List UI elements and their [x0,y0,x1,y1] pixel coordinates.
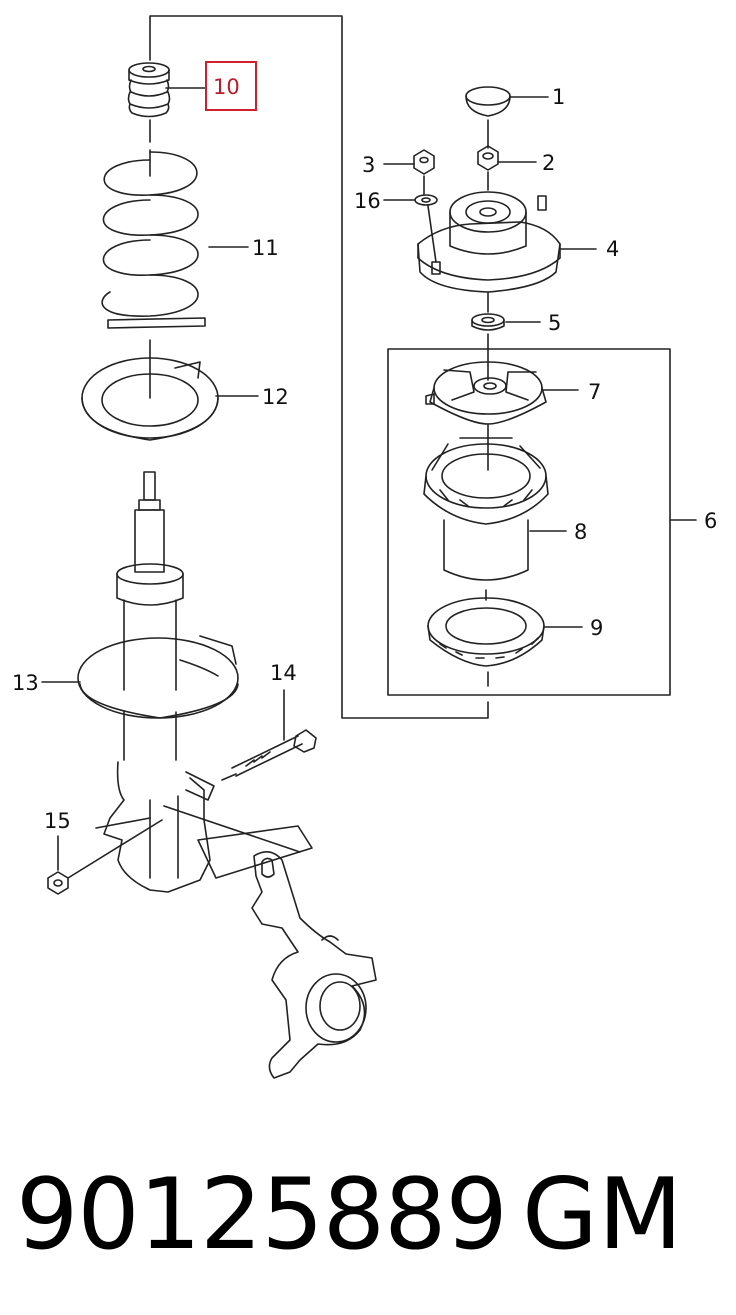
coil-spring-part [101,149,249,399]
strut-mounting-bracket [95,761,215,893]
mount-nut-part [383,149,435,195]
bolt-part [221,689,317,781]
callout-3: 3 [362,153,375,177]
part-caption: 90125889 GM [0,1140,736,1290]
part-number: 90125889 [16,1158,508,1272]
callout-10: 10 [213,75,240,99]
steering-knuckle-part [163,805,377,1079]
assembly-link-line [149,15,489,719]
strut-bearing-part [423,437,567,601]
bushing-part [471,313,541,381]
callout-11: 11 [252,236,279,260]
suspension-strut-exploded-diagram: 1 2 3 16 4 5 7 6 8 9 10 11 12 13 14 15 [12,15,717,1079]
callout-15: 15 [44,809,71,833]
callout-6: 6 [704,509,717,533]
callout-14: 14 [270,661,297,685]
nut-part [47,819,163,895]
bearing-kit-frame [387,348,697,696]
callout-4: 4 [606,237,619,261]
callout-2: 2 [542,151,555,175]
callout-13: 13 [12,671,39,695]
spring-insulator-part [81,357,259,441]
callout-8: 8 [574,520,587,544]
washer-part [383,194,438,263]
callout-5: 5 [548,311,561,335]
strut-nut-part [477,145,537,191]
strut-mount-part [417,191,597,313]
dust-cap-part [465,86,549,149]
highlight-box [205,61,257,111]
shock-absorber-part [116,471,184,761]
callout-1: 1 [552,85,565,109]
lower-spring-seat-part [41,635,239,719]
bearing-plate-part [425,361,579,471]
callout-16: 16 [354,189,381,213]
callout-12: 12 [262,385,289,409]
bump-stop-part [127,62,206,143]
callout-7: 7 [588,380,601,404]
callout-9: 9 [590,616,603,640]
spring-seat-ring-part [427,597,583,667]
brand-name: GM [522,1158,683,1272]
